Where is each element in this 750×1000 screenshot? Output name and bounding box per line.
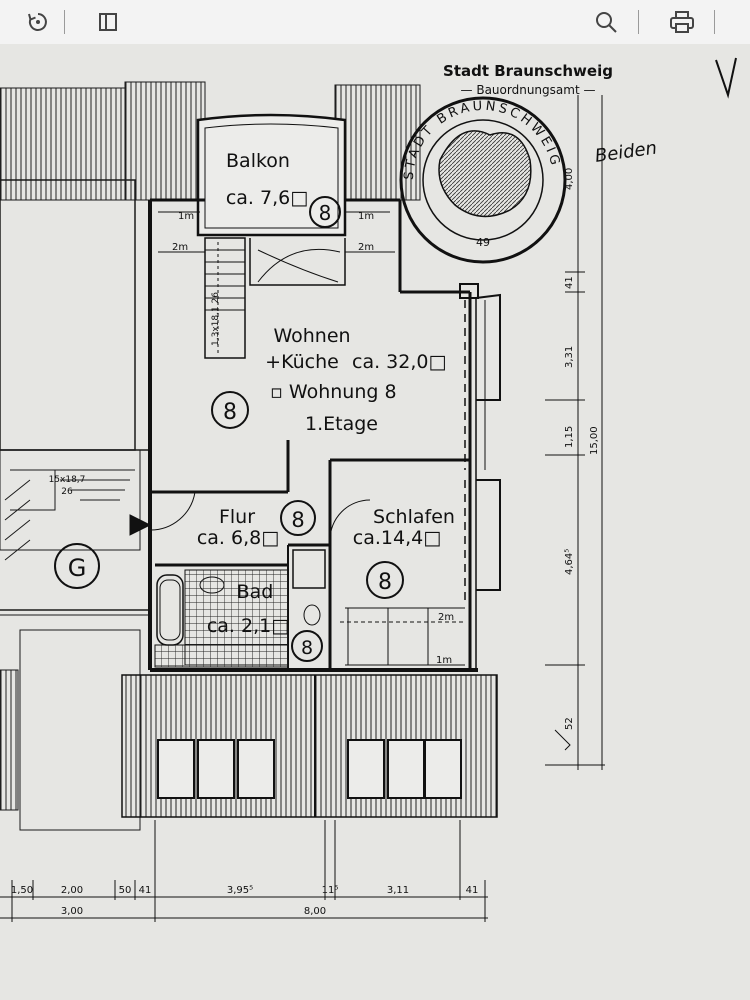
height-mark-schlafen-bottom: 1m bbox=[436, 655, 452, 666]
search-icon bbox=[596, 12, 617, 33]
rotate-button[interactable] bbox=[20, 4, 56, 40]
dim-bottom-total-left: 3,00 bbox=[61, 906, 83, 917]
height-mark-balkon-left: 1m bbox=[178, 211, 194, 222]
roof-hatching-top bbox=[124, 81, 421, 201]
room-wohnen-badge bbox=[211, 391, 249, 429]
dim-bottom-total: 8,00 bbox=[304, 906, 326, 917]
page-view-button[interactable] bbox=[90, 4, 126, 40]
floor-plan: G 15x18,7 26 Balkon ca. 7,6□ 8 bbox=[0, 57, 737, 922]
dim-right-6: 4,64⁵ bbox=[564, 549, 575, 575]
stair-label-lower-count: 26 bbox=[61, 487, 73, 497]
room-balkon-badge bbox=[309, 196, 341, 228]
room-schlafen-badge-number: 8 bbox=[378, 570, 392, 595]
search-button[interactable] bbox=[588, 4, 624, 40]
stair-label-upper: 1,3x18,1 26 bbox=[211, 292, 221, 346]
height-mark-schlafen-top: 2m bbox=[438, 612, 454, 623]
room-schlafen-badge bbox=[366, 561, 404, 599]
print-icon bbox=[670, 11, 694, 33]
height-mark-balkon-right: 1m bbox=[358, 211, 374, 222]
dim-right-5: 15,00 bbox=[589, 426, 600, 455]
dim-bottom-3: 50 bbox=[119, 885, 132, 896]
room-wohnen-badge-number: 8 bbox=[223, 400, 237, 425]
height-mark-wohnen-left: 2m bbox=[172, 242, 188, 253]
page-view-icon bbox=[99, 13, 117, 31]
apartment-walls bbox=[148, 198, 501, 672]
dim-bottom-1: 1,50 bbox=[11, 885, 33, 896]
room-flur-area: ca. 6,8□ bbox=[197, 527, 279, 549]
room-flur-badge-number: 8 bbox=[291, 508, 304, 532]
neighbour-building bbox=[0, 87, 150, 831]
room-flur-name: Flur bbox=[219, 506, 255, 528]
dimension-chain-right bbox=[545, 95, 605, 770]
stamp-header-office: — Bauordnungsamt — bbox=[461, 83, 596, 97]
room-wohnen-kueche: +Küche bbox=[265, 351, 339, 373]
print-button[interactable] bbox=[664, 4, 700, 40]
room-bad-badge-number: 8 bbox=[301, 637, 313, 659]
toolbar-separator bbox=[64, 10, 65, 34]
official-stamp bbox=[399, 96, 567, 264]
page-corner-mark bbox=[715, 57, 737, 99]
floor-label: 1.Etage bbox=[305, 413, 378, 435]
roof-hatching-bottom bbox=[121, 674, 498, 818]
room-bad-name: Bad bbox=[237, 581, 274, 603]
dim-bottom-2: 2,00 bbox=[61, 885, 83, 896]
signature: Beiden bbox=[594, 138, 659, 167]
room-balkon-badge-number: 8 bbox=[319, 201, 332, 225]
room-flur-badge bbox=[280, 500, 316, 536]
balkon bbox=[196, 113, 347, 237]
viewer-toolbar bbox=[0, 0, 750, 45]
rotate-icon bbox=[28, 13, 47, 31]
document-page[interactable]: G 15x18,7 26 Balkon ca. 7,6□ 8 bbox=[0, 44, 750, 1000]
room-balkon-name: Balkon bbox=[226, 150, 290, 172]
room-bad-area: ca. 2,1□ bbox=[207, 615, 289, 637]
room-schlafen-area: ca.14,4□ bbox=[353, 527, 441, 549]
dim-bottom-4: 41 bbox=[139, 885, 152, 896]
height-mark-wohnen-right: 2m bbox=[358, 242, 374, 253]
building-marker-circle bbox=[54, 543, 100, 589]
room-wohnen-name: Wohnen bbox=[273, 325, 350, 347]
dim-bottom-7: 3,11 bbox=[387, 885, 409, 896]
building-marker-label: G bbox=[68, 554, 87, 582]
dim-right-1: 4,00 bbox=[564, 168, 575, 190]
interior-details bbox=[129, 211, 486, 668]
stamp-header-city: Stadt Braunschweig bbox=[443, 62, 613, 80]
dim-bottom-8: 41 bbox=[466, 885, 479, 896]
stamp-number: 49 bbox=[476, 236, 490, 249]
dim-right-7: 52 bbox=[564, 717, 575, 730]
room-balkon-area: ca. 7,6□ bbox=[226, 187, 308, 209]
dim-bottom-6: 11⁵ bbox=[322, 885, 339, 896]
apartment-label: ▫ Wohnung 8 bbox=[270, 381, 397, 403]
toolbar-separator bbox=[638, 10, 639, 34]
stair-label-lower: 15x18,7 bbox=[49, 475, 86, 485]
toolbar-separator bbox=[714, 10, 715, 34]
room-bad-badge bbox=[291, 630, 323, 662]
dimension-chain-bottom bbox=[0, 820, 488, 922]
dim-bottom-5: 3,95⁵ bbox=[227, 885, 253, 896]
dim-right-4: 1,15 bbox=[564, 426, 575, 448]
room-schlafen-name: Schlafen bbox=[373, 506, 455, 528]
dim-right-3: 3,31 bbox=[564, 346, 575, 368]
dim-right-2: 41 bbox=[564, 276, 575, 289]
room-wohnen-area: ca. 32,0□ bbox=[352, 351, 446, 373]
